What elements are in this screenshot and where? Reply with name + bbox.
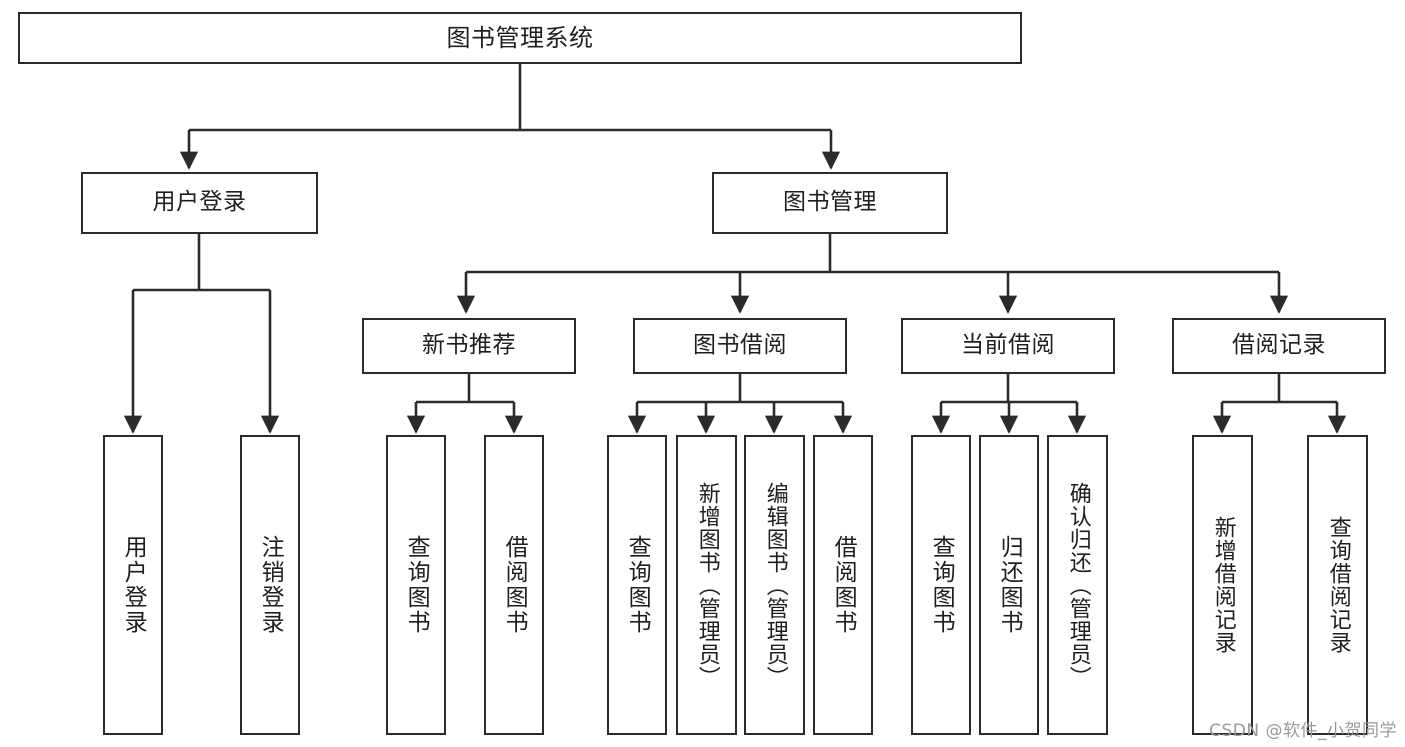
- node-leaf-borrow-record-query-label: 查询借阅记录: [1325, 516, 1351, 654]
- node-leaf-current-borrow-confirm[interactable]: 确认归还（管理员）: [1047, 435, 1108, 735]
- node-leaf-book-borrow-edit-label: 编辑图书（管理员）: [762, 481, 788, 689]
- node-leaf-current-borrow-return-label: 归还图书: [996, 535, 1023, 635]
- node-leaf-current-borrow-query-label: 查询图书: [928, 535, 955, 635]
- node-leaf-borrow-record-add-label: 新增借阅记录: [1210, 516, 1236, 654]
- node-leaf-new-book-query[interactable]: 查询图书: [386, 435, 446, 735]
- node-book-manage-label: 图书管理: [783, 189, 877, 216]
- node-leaf-book-borrow-add[interactable]: 新增图书（管理员）: [676, 435, 737, 735]
- node-leaf-current-borrow-query[interactable]: 查询图书: [911, 435, 971, 735]
- node-book-borrow-label: 图书借阅: [693, 332, 787, 359]
- node-leaf-borrow-record-query[interactable]: 查询借阅记录: [1307, 435, 1368, 735]
- node-root-system[interactable]: 图书管理系统: [18, 12, 1022, 64]
- node-user-login[interactable]: 用户登录: [81, 172, 318, 234]
- csdn-watermark: CSDN @软件_小贺同学: [1209, 721, 1397, 741]
- node-leaf-new-book-borrow[interactable]: 借阅图书: [484, 435, 544, 735]
- node-current-borrow[interactable]: 当前借阅: [901, 318, 1115, 374]
- node-borrow-record[interactable]: 借阅记录: [1172, 318, 1386, 374]
- node-leaf-current-borrow-confirm-label: 确认归还（管理员）: [1065, 481, 1091, 689]
- node-leaf-book-borrow-query[interactable]: 查询图书: [607, 435, 667, 735]
- node-leaf-user-login-signin[interactable]: 用户登录: [103, 435, 163, 735]
- node-borrow-record-label: 借阅记录: [1232, 332, 1326, 359]
- node-leaf-user-login-signin-label: 用户登录: [120, 535, 147, 635]
- node-new-book-recommend[interactable]: 新书推荐: [362, 318, 576, 374]
- node-leaf-current-borrow-return[interactable]: 归还图书: [979, 435, 1039, 735]
- node-user-login-label: 用户登录: [152, 189, 247, 216]
- node-leaf-book-borrow-add-label: 新增图书（管理员）: [694, 481, 720, 689]
- node-leaf-book-borrow-borrow[interactable]: 借阅图书: [813, 435, 873, 735]
- node-leaf-user-login-signout[interactable]: 注销登录: [240, 435, 300, 735]
- node-new-book-recommend-label: 新书推荐: [422, 332, 516, 359]
- node-leaf-book-borrow-edit[interactable]: 编辑图书（管理员）: [744, 435, 805, 735]
- node-book-manage[interactable]: 图书管理: [712, 172, 948, 234]
- node-root-system-label: 图书管理系统: [446, 23, 594, 52]
- node-leaf-user-login-signout-label: 注销登录: [257, 535, 284, 635]
- node-current-borrow-label: 当前借阅: [961, 332, 1055, 359]
- node-leaf-book-borrow-query-label: 查询图书: [624, 535, 651, 635]
- node-leaf-borrow-record-add[interactable]: 新增借阅记录: [1192, 435, 1253, 735]
- node-book-borrow[interactable]: 图书借阅: [633, 318, 847, 374]
- node-leaf-book-borrow-borrow-label: 借阅图书: [830, 535, 857, 635]
- node-leaf-new-book-borrow-label: 借阅图书: [501, 535, 528, 635]
- node-leaf-new-book-query-label: 查询图书: [403, 535, 430, 635]
